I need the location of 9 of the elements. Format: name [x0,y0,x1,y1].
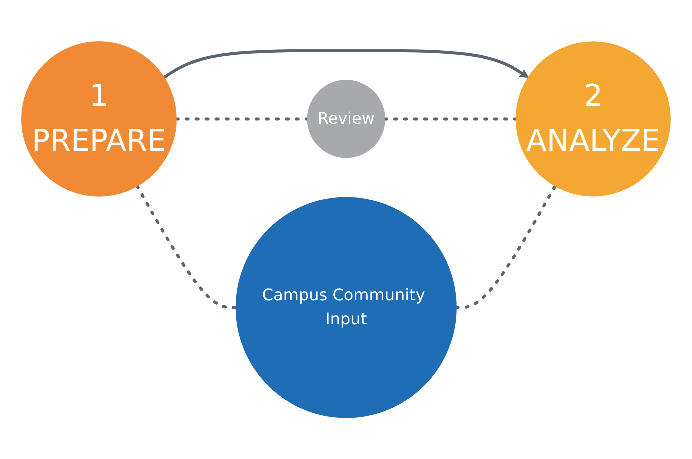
connector [383,117,518,120]
connector [174,117,310,120]
connector [136,184,238,309]
arrow [163,48,529,78]
node-circle: 2 ANALYZE [516,41,671,196]
node-circle: 1 PREPARE [21,41,177,196]
connector [454,184,557,309]
node-circle: Review [307,80,386,158]
node-circle: Campus Community Input [236,196,457,418]
